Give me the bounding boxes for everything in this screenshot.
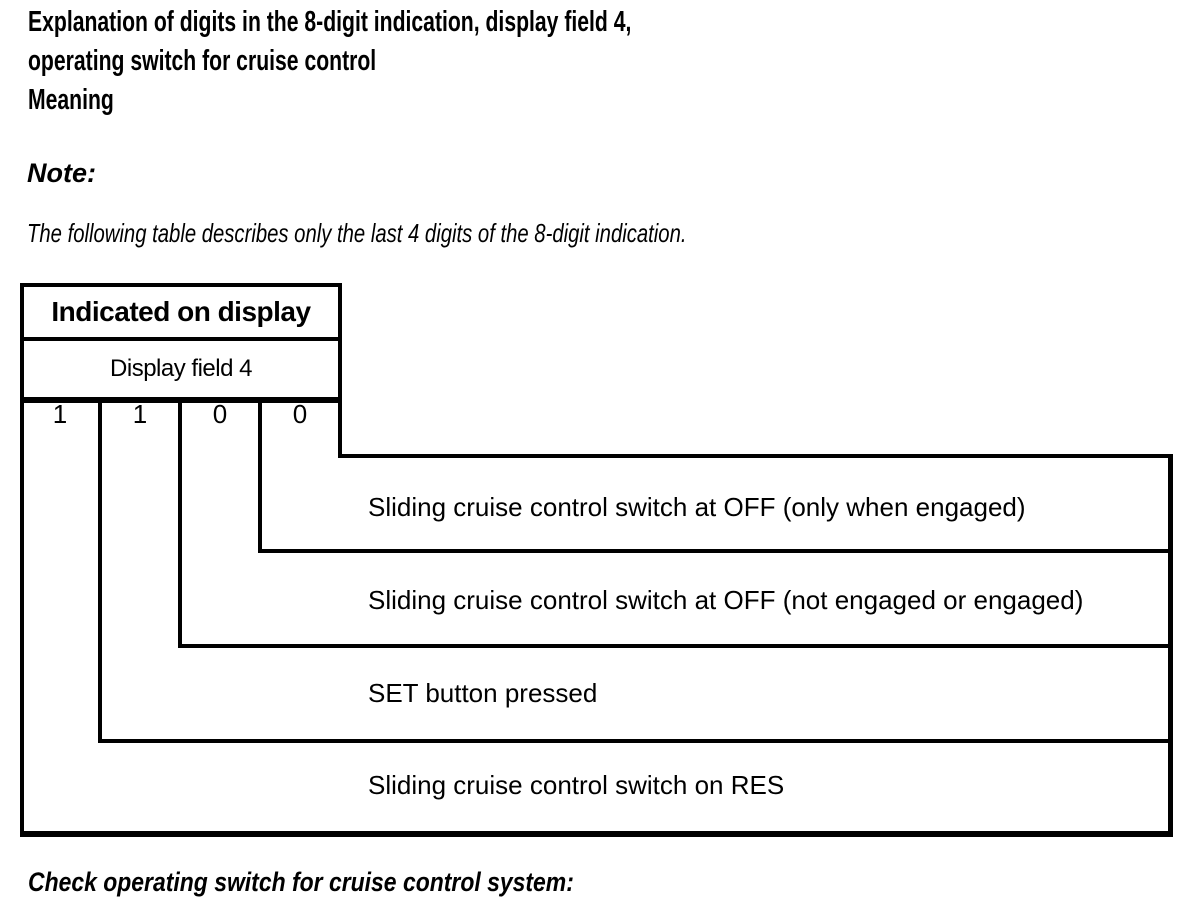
note-body: The following table describes only the l… <box>27 218 687 248</box>
table-subheader-display-field-4: Display field 4 <box>110 355 252 382</box>
note-label: Note: <box>27 158 96 188</box>
table-header-indicated-on-display: Indicated on display <box>51 296 311 327</box>
ladder-rung-line-3 <box>178 644 1173 648</box>
digit-meaning-label-4: Sliding cruise control switch on RES <box>368 770 785 800</box>
digit-cell-3: 0 <box>212 398 228 429</box>
title-line-3: Meaning <box>28 84 114 116</box>
diagram-right-border <box>1168 454 1173 837</box>
digit-column-line-3 <box>258 397 262 553</box>
diagram-left-border <box>20 283 24 837</box>
ladder-rung-line-2 <box>258 549 1173 553</box>
diagram-bottom-border <box>20 831 1173 837</box>
digit-meaning-label-2: Sliding cruise control switch at OFF (no… <box>368 585 1084 615</box>
diagram-header-separator-line <box>20 337 342 341</box>
digit-meaning-label-1: Sliding cruise control switch at OFF (on… <box>368 492 1026 522</box>
diagram-box-top-border <box>20 283 342 287</box>
page-title: Explanation of digits in the 8-digit ind… <box>28 3 631 120</box>
digit-cell-2: 1 <box>132 398 148 429</box>
digit-column-line-2 <box>178 397 182 648</box>
digit-cell-1: 1 <box>52 398 68 429</box>
footer-heading: Check operating switch for cruise contro… <box>28 867 574 897</box>
digit-cell-4: 0 <box>292 398 308 429</box>
title-line-2: operating switch for cruise control <box>28 45 377 77</box>
title-line-1: Explanation of digits in the 8-digit ind… <box>28 6 632 38</box>
diagram-box-right-border <box>338 283 342 458</box>
ladder-rung-line-4 <box>98 739 1173 743</box>
digit-meaning-label-3: SET button pressed <box>368 678 598 708</box>
digit-column-line-1 <box>98 397 102 743</box>
ladder-rung-line-1 <box>338 454 1173 458</box>
